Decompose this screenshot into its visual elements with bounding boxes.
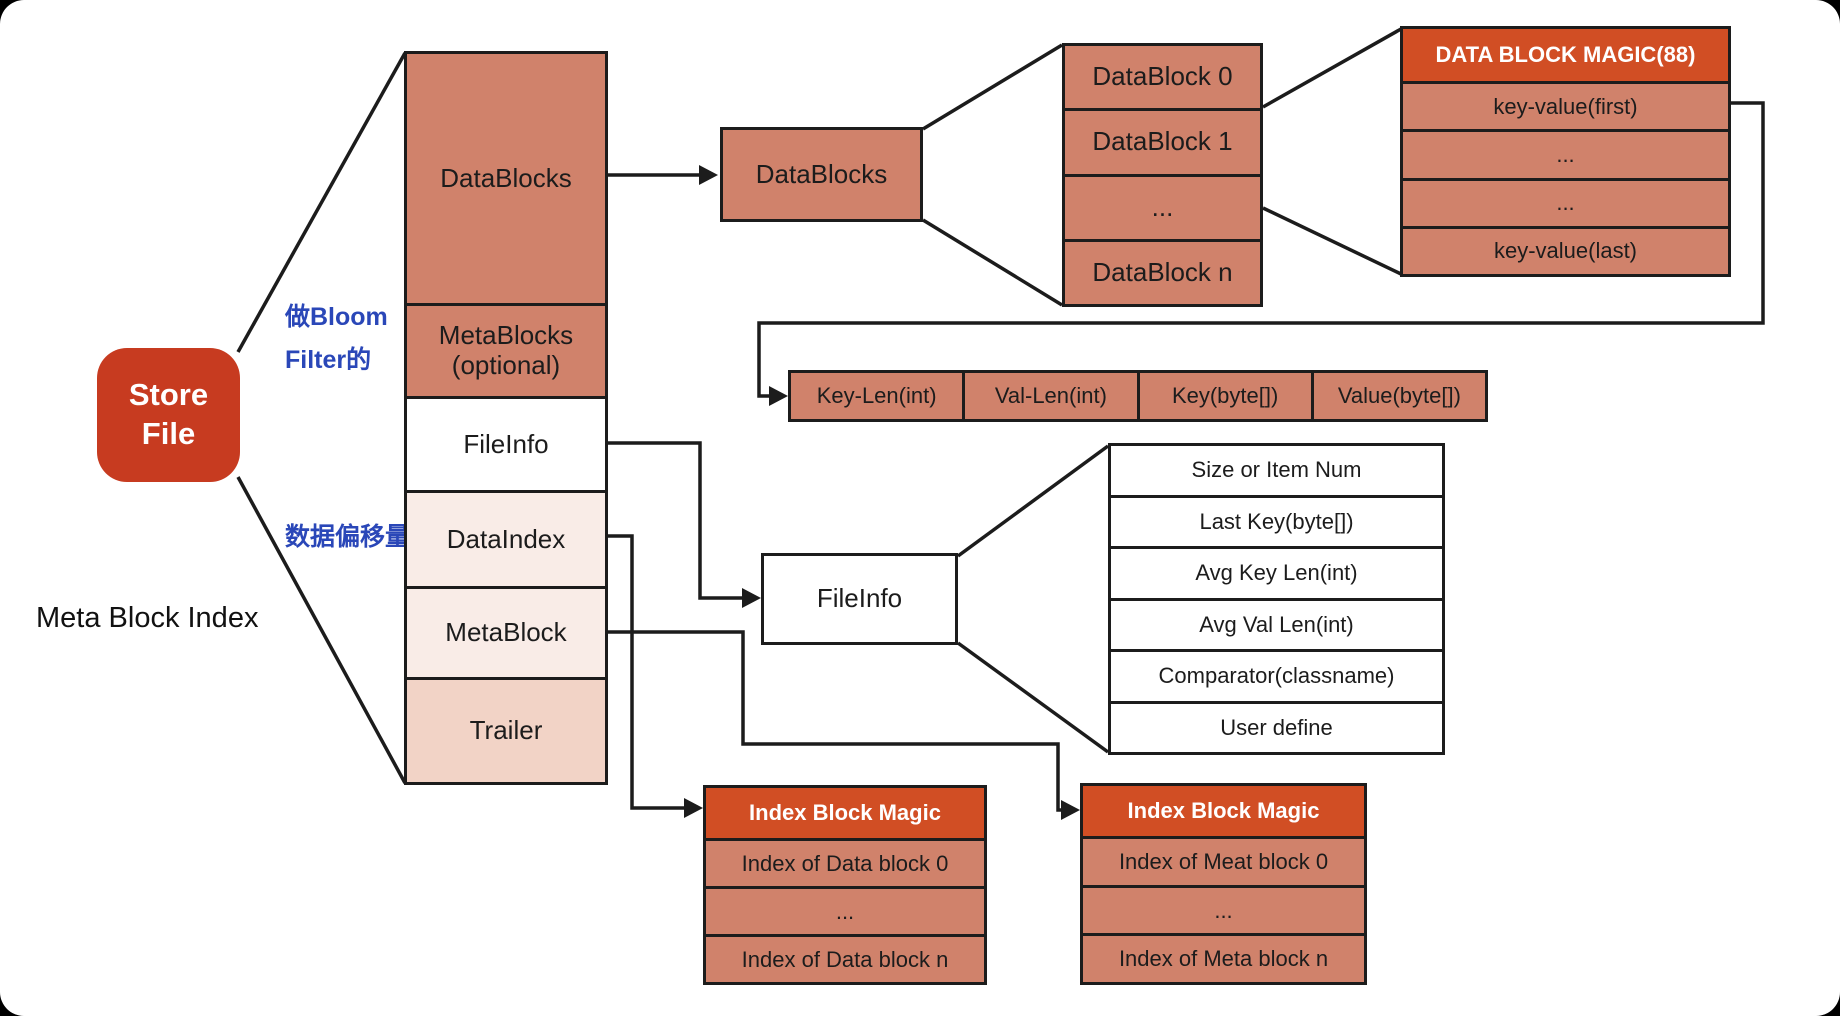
stack-fan-bottom-line bbox=[1262, 206, 1402, 276]
store-file-label-line1: Store bbox=[128, 377, 209, 413]
metablock-arrow-line bbox=[608, 630, 1063, 812]
metablock-arrowhead bbox=[1061, 800, 1080, 820]
storefile-layout-column: DataBlocks MetaBlocks (optional) FileInf… bbox=[404, 51, 608, 785]
datablock-detail-header: DATA BLOCK MAGIC(88) bbox=[1403, 29, 1728, 81]
datablock-detail-row-ellipsis-1: ... bbox=[1403, 129, 1728, 178]
field-val-len: Val-Len(int) bbox=[962, 373, 1137, 419]
keyvalue-to-fields-line bbox=[757, 101, 1765, 398]
datablocks-expanded-box: DataBlocks bbox=[720, 127, 923, 222]
bloom-filter-annotation-line1: 做Bloom bbox=[285, 303, 388, 331]
datablock-detail-table: DATA BLOCK MAGIC(88) key-value(first) ..… bbox=[1400, 26, 1731, 277]
field-key-bytes: Key(byte[]) bbox=[1136, 373, 1311, 419]
data-index-row-n: Index of Data block n bbox=[706, 934, 984, 982]
key-value-fields-row: Key-Len(int) Val-Len(int) Key(byte[]) Va… bbox=[788, 370, 1488, 422]
datablock-stack-row-0: DataBlock 0 bbox=[1065, 46, 1260, 109]
column-row-trailer: Trailer bbox=[407, 677, 605, 782]
field-key-len: Key-Len(int) bbox=[791, 373, 963, 419]
column-row-metablocks: MetaBlocks (optional) bbox=[407, 303, 605, 396]
fileinfo-detail-table: Size or Item Num Last Key(byte[]) Avg Ke… bbox=[1108, 443, 1445, 755]
data-index-row-0: Index of Data block 0 bbox=[706, 838, 984, 886]
data-index-table: Index Block Magic Index of Data block 0 … bbox=[703, 785, 987, 985]
stack-fan-top-line bbox=[1262, 27, 1402, 109]
fileinfo-row-size: Size or Item Num bbox=[1191, 457, 1362, 483]
fileinfo-fan-top-line bbox=[956, 444, 1110, 558]
data-index-header: Index Block Magic bbox=[706, 788, 984, 838]
fileinfo-row-lastkey: Last Key(byte[]) bbox=[1111, 494, 1442, 547]
datablocks-arrowhead bbox=[699, 165, 718, 185]
fileinfo-arrow-line bbox=[608, 441, 744, 600]
store-file-box: Store File bbox=[97, 348, 240, 482]
meta-block-index-label: Meta Block Index bbox=[36, 602, 259, 634]
bloom-filter-annotation: 做Bloom Filter的 bbox=[285, 296, 425, 381]
datablock-detail-row-first: key-value(first) bbox=[1403, 81, 1728, 130]
fileinfo-row-avgvallen: Avg Val Len(int) bbox=[1111, 597, 1442, 650]
dataindex-arrow-line bbox=[608, 534, 686, 810]
storefile-to-column-bottom-line bbox=[236, 476, 407, 784]
meta-index-row-ellipsis: ... bbox=[1083, 884, 1364, 934]
data-index-row-ellipsis: ... bbox=[706, 886, 984, 934]
storefile-to-column-top-line bbox=[236, 52, 407, 353]
column-row-fileinfo: FileInfo bbox=[407, 396, 605, 490]
meta-index-header: Index Block Magic bbox=[1083, 786, 1364, 836]
datablock-detail-row-last: key-value(last) bbox=[1403, 225, 1728, 274]
fileinfo-row-userdefine: User define bbox=[1111, 700, 1442, 753]
datablock-stack: DataBlock 0 DataBlock 1 ... DataBlock n bbox=[1062, 43, 1263, 307]
meta-index-row-0: Index of Meat block 0 bbox=[1083, 836, 1364, 885]
column-row-metablock: MetaBlock bbox=[407, 586, 605, 677]
fileinfo-expanded-box: FileInfo bbox=[761, 553, 958, 645]
datablock-stack-row-1: DataBlock 1 bbox=[1065, 108, 1260, 174]
field-value-bytes: Value(byte[]) bbox=[1310, 373, 1485, 419]
fields-arrowhead bbox=[769, 386, 788, 406]
datablock-detail-row-ellipsis-2: ... bbox=[1403, 177, 1728, 226]
fileinfo-row-avgkeylen: Avg Key Len(int) bbox=[1111, 546, 1442, 598]
column-row-datablocks: DataBlocks bbox=[407, 54, 605, 303]
bloom-filter-annotation-line2: Filter的 bbox=[285, 345, 372, 374]
column-row-dataindex: DataIndex bbox=[407, 490, 605, 586]
midbox-fan-bottom-line bbox=[922, 218, 1063, 307]
fileinfo-fan-bottom-line bbox=[956, 641, 1110, 754]
datablock-stack-row-ellipsis: ... bbox=[1065, 173, 1260, 239]
midbox-fan-top-line bbox=[922, 43, 1063, 131]
datablock-stack-row-n: DataBlock n bbox=[1065, 238, 1260, 304]
fileinfo-arrowhead bbox=[742, 588, 761, 608]
meta-index-table: Index Block Magic Index of Meat block 0 … bbox=[1080, 783, 1367, 985]
data-offset-annotation: 数据偏移量 bbox=[285, 523, 411, 551]
meta-index-row-n: Index of Meta block n bbox=[1083, 933, 1364, 983]
dataindex-arrowhead bbox=[684, 798, 703, 818]
fileinfo-row-comparator: Comparator(classname) bbox=[1111, 649, 1442, 701]
store-file-label-line2: File bbox=[141, 416, 196, 451]
